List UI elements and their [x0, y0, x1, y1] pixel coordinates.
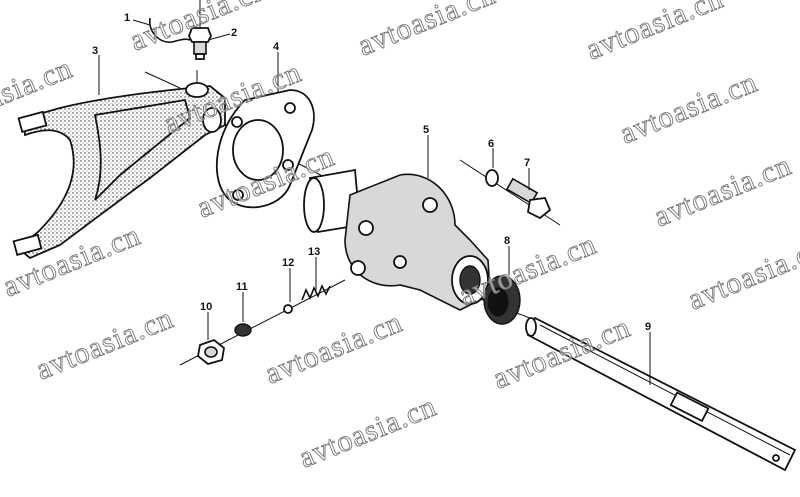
part-7-bolt	[505, 177, 552, 220]
watermark: avtoasia.cn	[260, 306, 407, 391]
label-4: 4	[273, 41, 280, 53]
label-13: 13	[308, 246, 320, 258]
label-3: 3	[92, 45, 98, 57]
label-1: 1	[124, 12, 130, 24]
part-4-gasket	[215, 89, 315, 209]
watermark: avtoasia.cn	[353, 0, 500, 62]
part-2-bolt	[188, 0, 212, 60]
part-8-oil-seal	[483, 275, 521, 325]
label-12: 12	[282, 257, 294, 269]
label-7: 7	[524, 157, 530, 169]
watermark: avtoasia.cn	[581, 0, 728, 66]
part-labels: 1 2 3 4 5 6 7 8 9 10 11 12 13	[92, 12, 651, 333]
watermark: avtoasia.cn	[683, 232, 800, 317]
leader-lines	[98, 19, 651, 385]
part-11-washer	[234, 323, 252, 337]
label-10: 10	[200, 301, 212, 313]
part-5-housing	[303, 168, 491, 311]
part-3-shift-fork	[12, 82, 226, 260]
part-6-washer	[485, 169, 499, 187]
label-8: 8	[504, 235, 510, 247]
label-11: 11	[236, 281, 248, 293]
watermark: avtoasia.cn	[294, 390, 441, 475]
watermark: avtoasia.cn	[649, 149, 796, 234]
part-12-ball	[283, 304, 293, 314]
label-5: 5	[423, 124, 429, 136]
part-10-nut	[197, 338, 225, 365]
part-1-wire	[149, 17, 191, 43]
watermark: avtoasia.cn	[488, 311, 635, 396]
watermark: avtoasia.cn	[615, 66, 762, 151]
label-9: 9	[645, 321, 651, 333]
part-9-shaft	[525, 316, 797, 472]
watermark: avtoasia.cn	[31, 302, 178, 387]
label-6: 6	[488, 138, 494, 150]
label-2: 2	[231, 27, 237, 39]
